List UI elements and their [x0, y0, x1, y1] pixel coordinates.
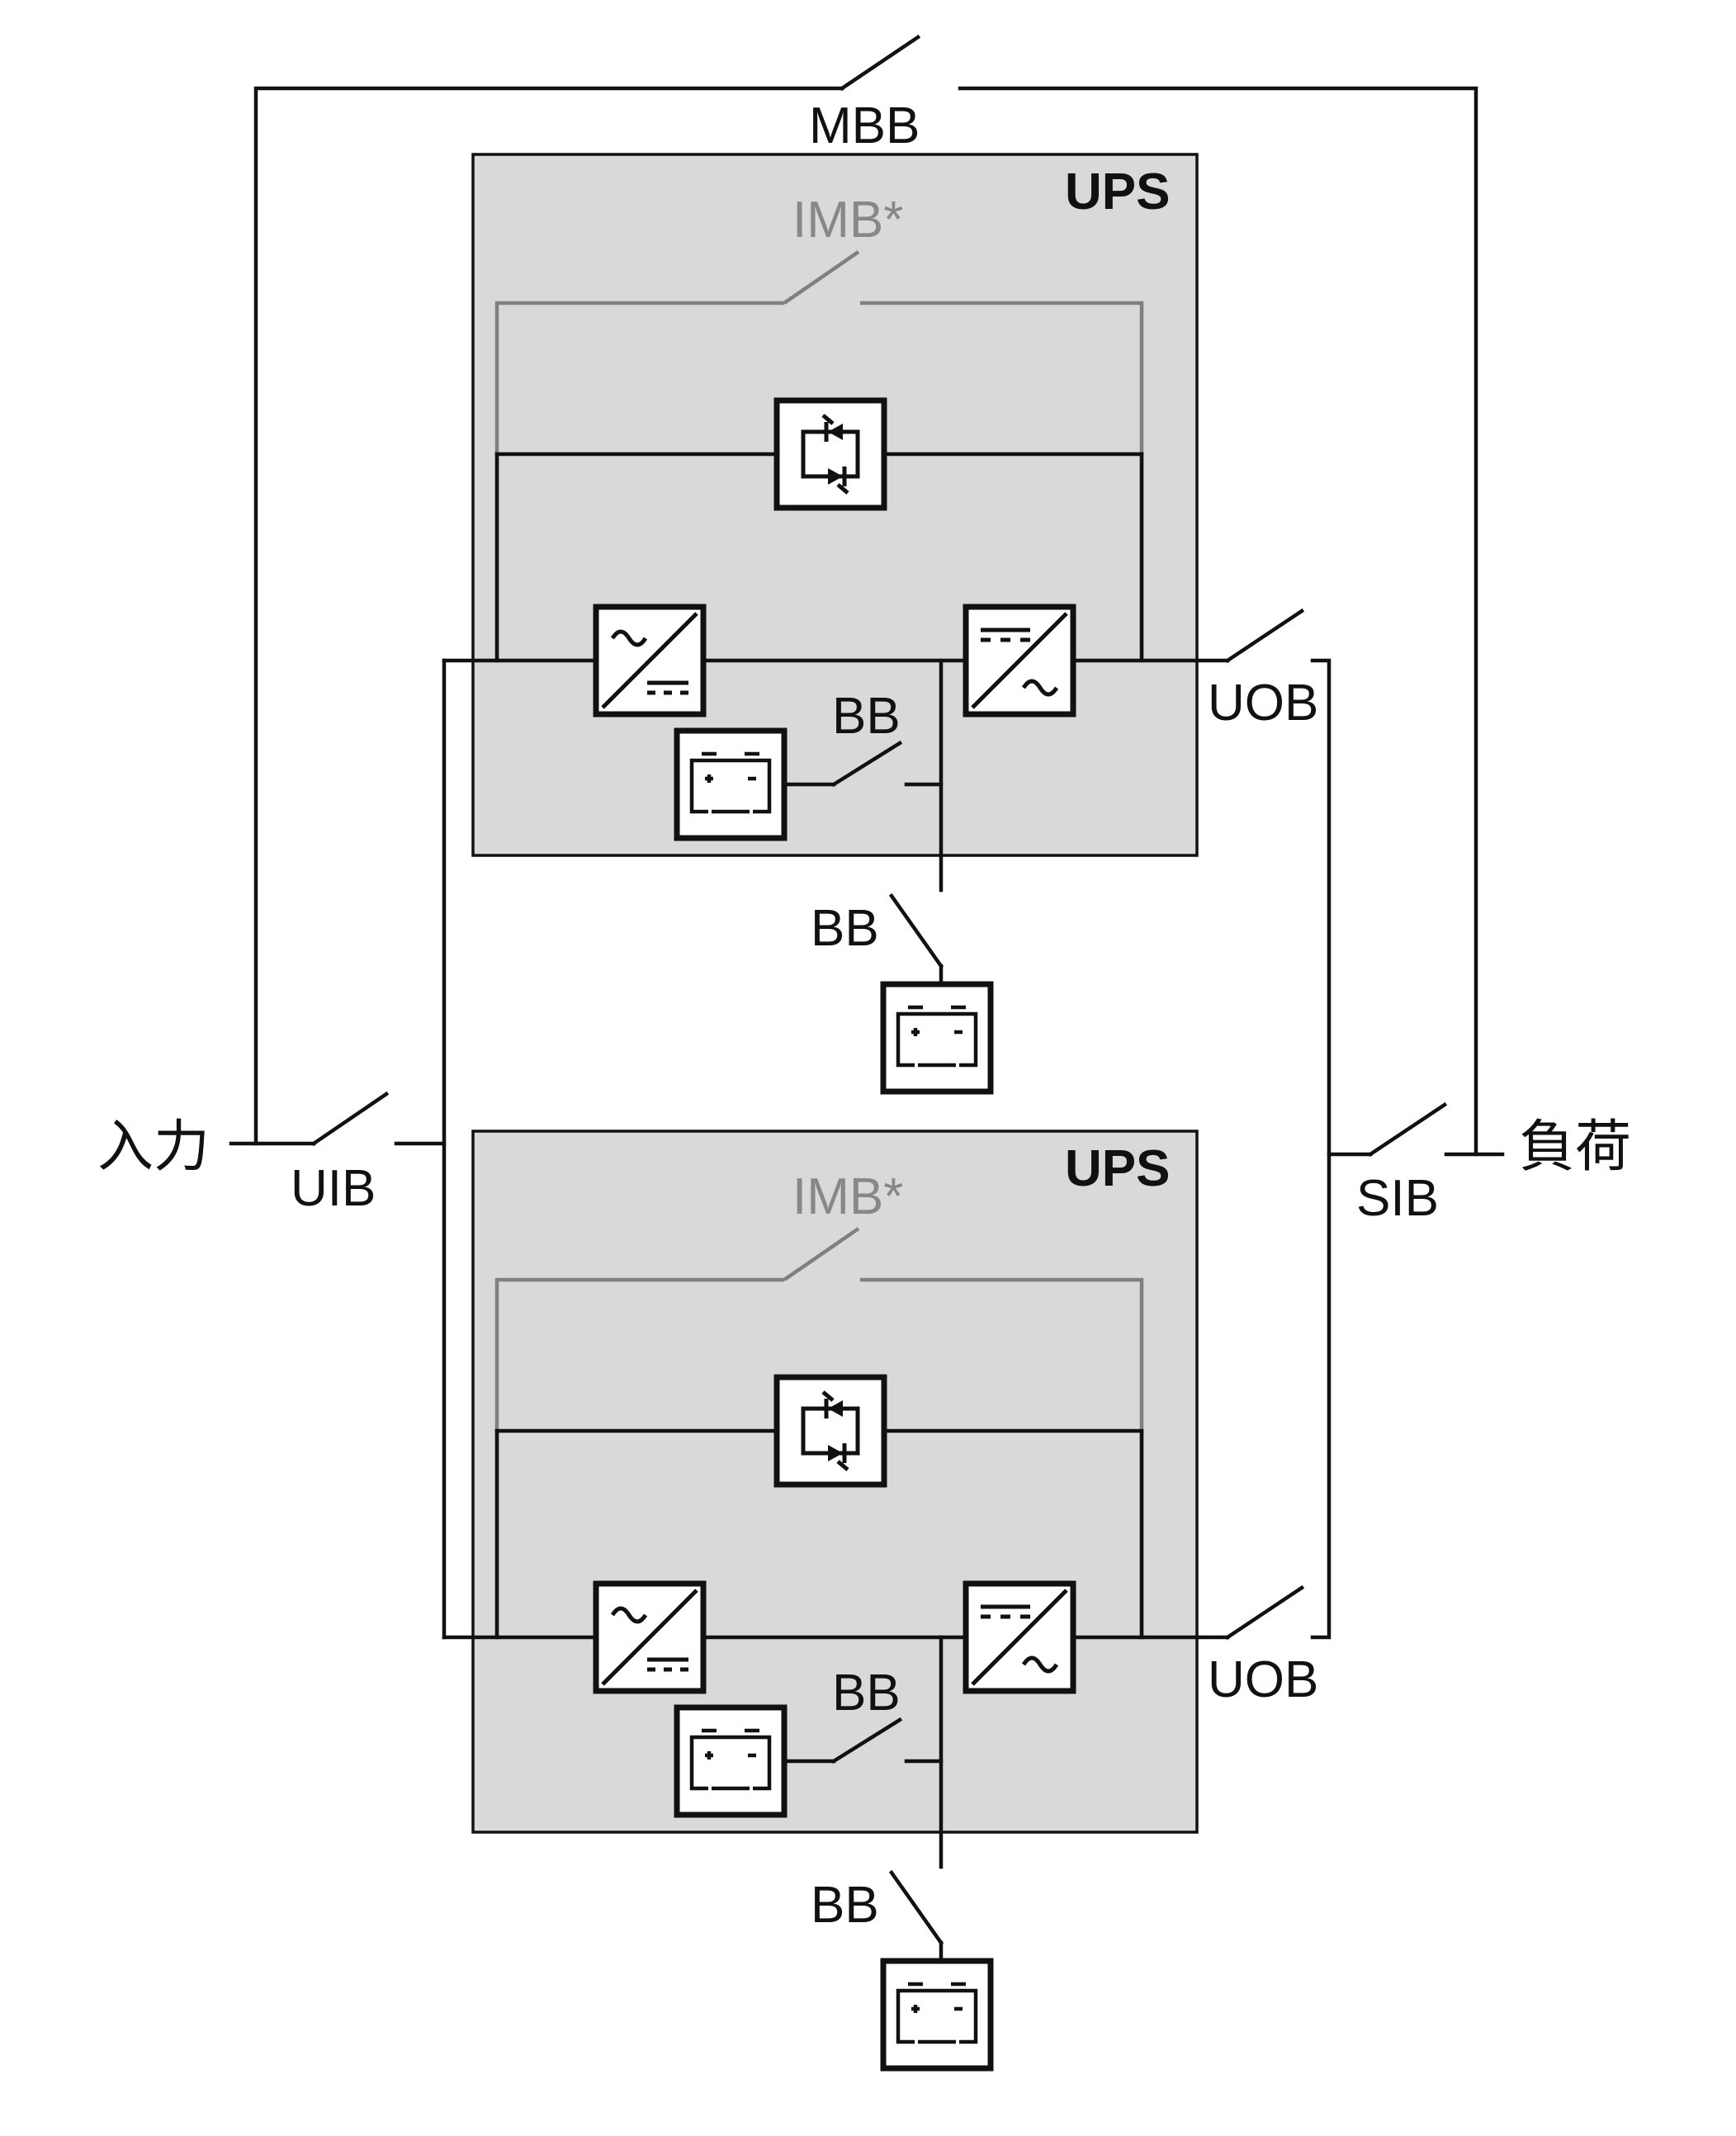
bb-internal-label: BB: [832, 1665, 901, 1722]
external-battery-icon: [883, 1961, 991, 2068]
bb-external-switch: [888, 1869, 944, 1960]
inverter-icon: [966, 607, 1073, 714]
ups-module-1: UPS IMB* UOB BB: [442, 153, 1318, 1092]
bb-external-label: BB: [811, 900, 879, 957]
inverter-icon: [966, 1584, 1073, 1691]
mbb-label: MBB: [809, 97, 920, 154]
bb-internal-switch: [830, 1717, 944, 1764]
imb-label: IMB*: [792, 1168, 903, 1225]
bb-internal-switch: [830, 740, 944, 788]
bb-external-label: BB: [811, 1877, 879, 1934]
static-bypass-switch-icon: [777, 1377, 884, 1485]
input-label: 入力: [97, 1115, 210, 1180]
ups-module-2: UPS IMB* UOB BB BB: [442, 1130, 1318, 2068]
sib-switch: [1367, 1101, 1448, 1158]
rectifier-icon: [596, 1584, 703, 1691]
ups-title: UPS: [1065, 163, 1170, 220]
sib-label: SIB: [1356, 1170, 1439, 1227]
imb-label: IMB*: [792, 192, 903, 249]
uib-switch: [310, 1091, 390, 1147]
external-battery-icon: [883, 984, 991, 1092]
ups-title: UPS: [1065, 1140, 1170, 1197]
rectifier-icon: [596, 607, 703, 714]
uob-switch: [1224, 1584, 1305, 1641]
uob-switch: [1224, 608, 1305, 664]
static-bypass-switch-icon: [777, 400, 884, 508]
load-label: 負荷: [1519, 1115, 1631, 1180]
mbb-switch: [839, 34, 921, 92]
uib-label: UIB: [291, 1160, 376, 1217]
internal-battery-icon: [677, 731, 784, 838]
mbb-line: [253, 86, 844, 1146]
bb-internal-label: BB: [832, 688, 901, 745]
bb-external-switch: [888, 893, 944, 983]
uob-label: UOB: [1208, 675, 1318, 732]
uob-label: UOB: [1208, 1651, 1318, 1708]
output-bus: [1310, 658, 1332, 1640]
internal-battery-icon: [677, 1707, 784, 1815]
